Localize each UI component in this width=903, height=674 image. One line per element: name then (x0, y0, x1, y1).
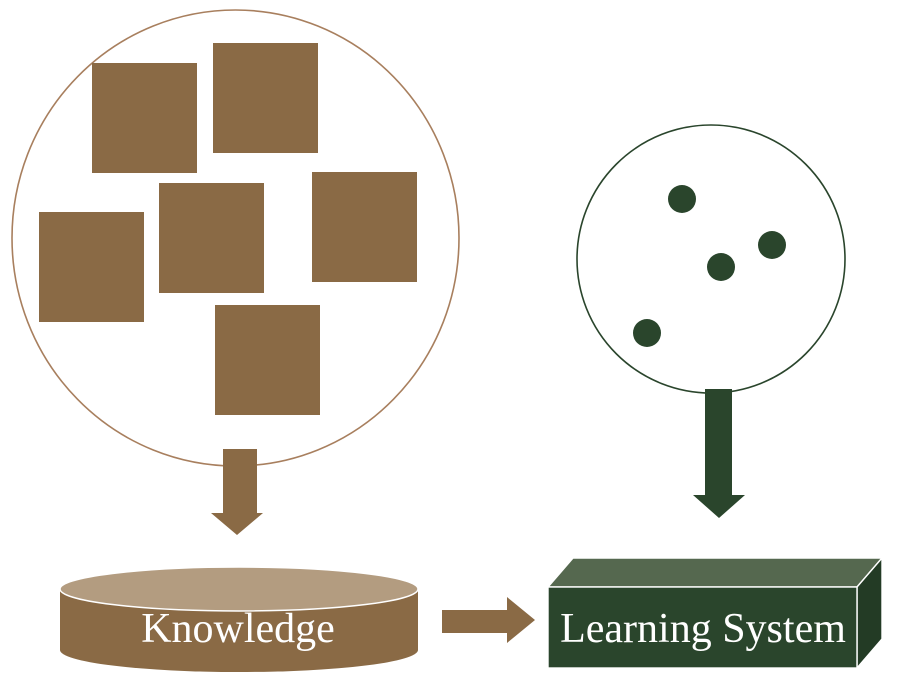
learning-system-node: Learning System (546, 556, 884, 670)
data-point-dot (668, 185, 696, 213)
down-arrow-icon (211, 449, 263, 535)
data-point-dot (633, 319, 661, 347)
data-point-dot (707, 253, 735, 281)
knowledge-square (39, 212, 144, 322)
box-top-face (546, 557, 884, 588)
down-arrow-icon (693, 389, 745, 518)
knowledge-label: Knowledge (141, 606, 335, 652)
data-source-group (576, 124, 846, 518)
cylinder-body (60, 589, 418, 672)
knowledge-square (159, 183, 264, 293)
data-point-dot (758, 231, 786, 259)
knowledge-square (213, 43, 318, 153)
right-arrow-icon (442, 597, 535, 643)
box-front-face (547, 586, 858, 669)
knowledge-store-node: Knowledge (59, 566, 419, 672)
cylinder-top (59, 566, 419, 612)
knowledge-square (312, 172, 417, 282)
knowledge-square (215, 305, 320, 415)
knowledge-square (92, 63, 197, 173)
knowledge-source-group (11, 9, 460, 535)
learning-system-label: Learning System (560, 606, 846, 652)
